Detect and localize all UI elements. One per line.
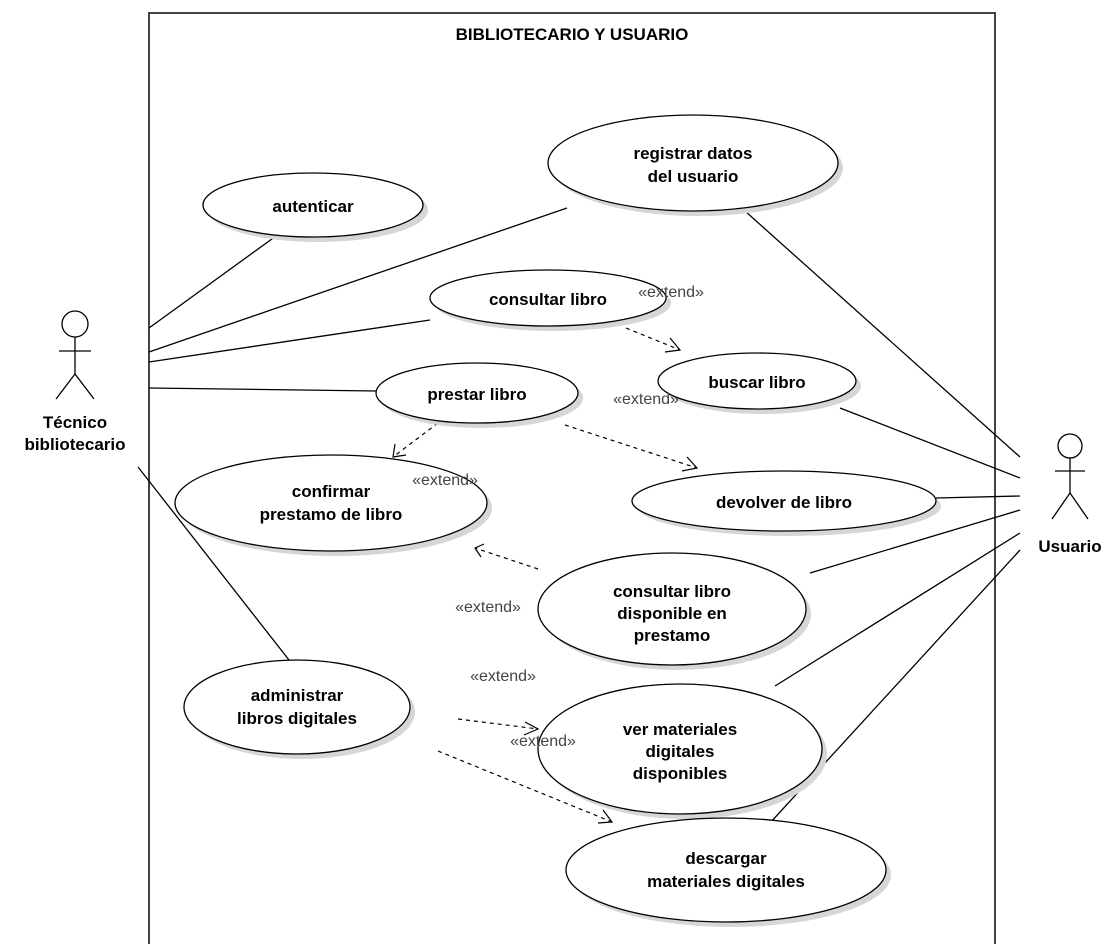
use-case-label: autenticar	[272, 197, 354, 216]
use-case-label: confirmar	[292, 482, 371, 501]
use-case-confirmar-prestamo[interactable]: confirmar prestamo de libro	[174, 454, 492, 556]
arrowhead	[681, 456, 699, 472]
tecnico-associations	[137, 207, 568, 661]
assoc-usuario-buscar-libro	[839, 407, 1021, 479]
system-title: BIBLIOTECARIO Y USUARIO	[456, 25, 689, 44]
actor-label: bibliotecario	[24, 435, 125, 454]
use-case-consultar-disponible[interactable]: consultar libro disponible en prestamo	[537, 552, 811, 670]
assoc-tecnico-autenticar	[148, 235, 277, 329]
arrowhead	[597, 809, 614, 824]
arrowhead	[474, 543, 485, 558]
extend-label: «extend»	[455, 599, 521, 616]
use-case-prestar-libro[interactable]: prestar libro	[375, 362, 583, 428]
extend-arrow-consultar-buscar	[625, 327, 681, 351]
extend-label: «extend»	[613, 391, 679, 408]
use-case-devolver-libro[interactable]: devolver de libro	[631, 470, 941, 536]
extend-arrow-consultar-disp-confirmar	[474, 547, 539, 570]
assoc-usuario-devolver	[935, 495, 1021, 499]
use-case-label: consultar libro	[489, 290, 607, 309]
assoc-tecnico-administrar	[137, 466, 290, 661]
use-case-ver-materiales[interactable]: ver materiales digitales disponibles	[537, 683, 827, 819]
assoc-usuario-consultar-disponible	[809, 509, 1021, 574]
extend-arrow-administrar-ver	[457, 718, 539, 730]
actor-tecnico-bibliotecario[interactable]: Técnico bibliotecario	[24, 310, 126, 454]
use-case-label: del usuario	[648, 167, 739, 186]
actor-usuario[interactable]: Usuario	[1038, 433, 1102, 556]
use-case-label: consultar libro	[613, 582, 731, 601]
assoc-tecnico-consultar-libro	[148, 319, 431, 363]
use-case-label: digitales	[646, 742, 715, 761]
extend-label: «extend»	[412, 472, 478, 489]
assoc-usuario-ver-materiales	[774, 532, 1021, 687]
assoc-usuario-registrar	[744, 210, 1021, 458]
use-case-label: administrar	[251, 686, 344, 705]
extend-dependencies	[392, 327, 699, 824]
use-case-label: prestamo	[634, 626, 711, 645]
use-case-label: prestar libro	[427, 385, 526, 404]
use-case-label: buscar libro	[708, 373, 805, 392]
arrowhead	[664, 337, 682, 353]
stick-figure-icon	[1051, 433, 1089, 520]
extend-label: «extend»	[470, 668, 536, 685]
use-case-label: registrar datos	[633, 144, 752, 163]
arrowhead	[523, 721, 540, 736]
use-case-label: devolver de libro	[716, 493, 852, 512]
use-case-label: descargar	[685, 849, 767, 868]
use-case-consultar-libro[interactable]: consultar libro	[429, 269, 671, 331]
actor-label: Técnico	[43, 413, 107, 432]
use-case-label: ver materiales	[623, 720, 737, 739]
use-case-registrar-datos[interactable]: registrar datos del usuario	[547, 114, 843, 216]
use-case-label: materiales digitales	[647, 872, 805, 891]
use-case-descargar-materiales[interactable]: descargar materiales digitales	[565, 817, 891, 927]
use-case-label: disponible en	[617, 604, 727, 623]
use-case-buscar-libro[interactable]: buscar libro	[657, 352, 861, 414]
stick-figure-icon	[55, 310, 95, 400]
use-case-label: disponibles	[633, 764, 727, 783]
extend-label: «extend»	[510, 733, 576, 750]
usuario-associations	[744, 210, 1021, 824]
arrowhead	[392, 443, 407, 458]
extend-label: «extend»	[638, 284, 704, 301]
extend-arrow-prestar-confirmar	[392, 422, 439, 458]
use-case-label: libros digitales	[237, 709, 357, 728]
actor-label: Usuario	[1038, 537, 1101, 556]
assoc-tecnico-prestar-libro	[148, 387, 377, 392]
use-case-autenticar[interactable]: autenticar	[202, 172, 428, 242]
extend-arrow-prestar-devolver	[564, 424, 698, 469]
use-case-label: prestamo de libro	[260, 505, 403, 524]
assoc-tecnico-registrar	[148, 207, 568, 353]
use-case-administrar-digitales[interactable]: administrar libros digitales	[183, 659, 415, 759]
